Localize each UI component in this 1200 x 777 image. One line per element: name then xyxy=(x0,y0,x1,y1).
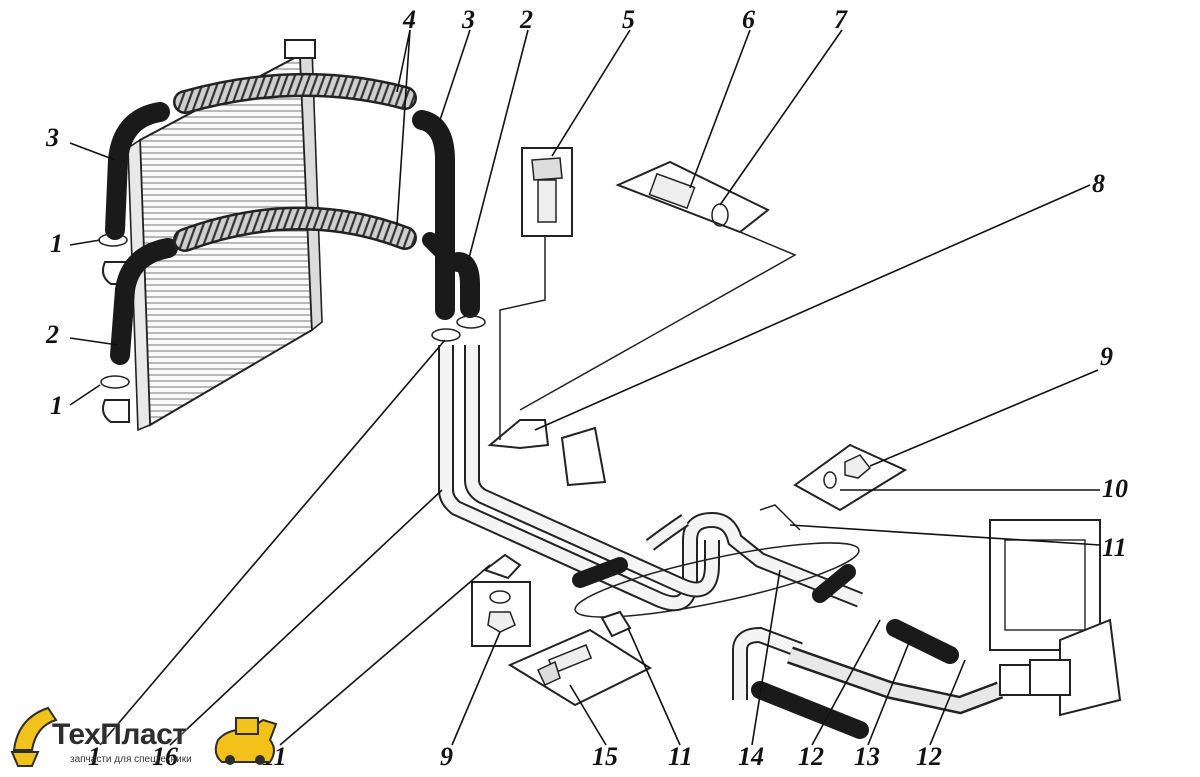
callout-5: 5 xyxy=(622,5,635,34)
mounting-bracket xyxy=(487,419,607,487)
callout-4: 4 xyxy=(402,5,416,34)
callout-labels: 4 3 2 5 6 7 8 9 10 11 3 1 2 1 1 16 11 9 … xyxy=(45,5,1128,771)
callout-8: 8 xyxy=(1092,169,1105,198)
logo-tagline: запчасти для спецтехники xyxy=(70,754,192,765)
callout-1-a: 1 xyxy=(50,229,63,258)
callout-16: 16 xyxy=(152,742,178,771)
pump-assembly xyxy=(732,519,1122,739)
callout-12-a: 12 xyxy=(798,742,824,771)
callout-9-right: 9 xyxy=(1100,342,1113,371)
logo-name: ТехПласт xyxy=(52,718,187,751)
callout-3-left: 3 xyxy=(45,123,59,152)
callout-11-bottom: 11 xyxy=(668,742,693,771)
leader-lines xyxy=(69,29,1101,746)
steel-oil-pipes xyxy=(438,345,959,664)
callout-10: 10 xyxy=(1102,474,1128,503)
callout-12-b: 12 xyxy=(916,742,942,771)
detail-bolt-washer-6-7 xyxy=(519,160,797,411)
callout-6: 6 xyxy=(742,5,755,34)
callout-9-bottom: 9 xyxy=(440,742,453,771)
callout-11-right: 11 xyxy=(1102,533,1127,562)
callout-1-b: 1 xyxy=(50,391,63,420)
callout-14: 14 xyxy=(738,742,764,771)
techplast-logo: ТехПласт запчасти для спецтехники xyxy=(8,700,308,772)
corrugated-hoses xyxy=(173,72,417,252)
callout-15: 15 xyxy=(592,742,618,771)
callout-7: 7 xyxy=(834,5,848,34)
callout-3-top: 3 xyxy=(461,5,475,34)
radiator-hoses xyxy=(105,102,480,365)
detail-bolt-5 xyxy=(499,147,573,440)
detail-nut-washer-9-lower xyxy=(471,553,531,647)
callout-2-left: 2 xyxy=(45,320,59,349)
detail-nut-washer-9-10 xyxy=(759,443,908,531)
callout-1-c: 1 xyxy=(88,742,101,771)
detail-bolt-15 xyxy=(507,610,653,707)
callout-2-top: 2 xyxy=(519,5,533,34)
callout-13: 13 xyxy=(854,742,880,771)
excavator-logo-icon xyxy=(10,706,278,767)
